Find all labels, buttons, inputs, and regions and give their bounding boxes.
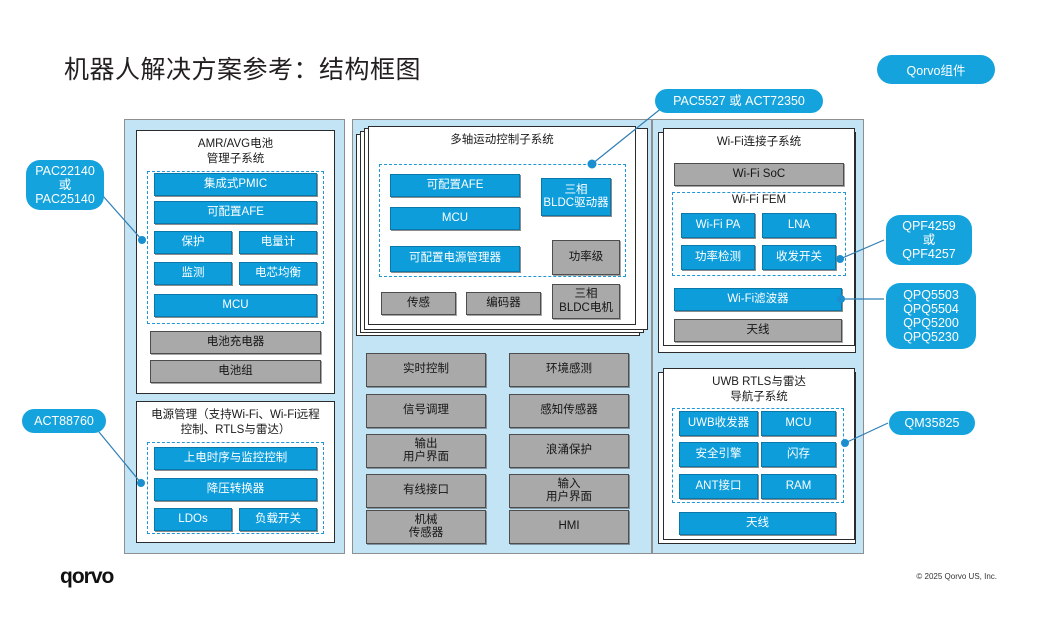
block-encoder[interactable]: 编码器 bbox=[466, 292, 541, 315]
grid-output-user-interface[interactable]: 输出 用户界面 bbox=[366, 434, 486, 468]
callout-line: ACT88760 bbox=[34, 414, 94, 428]
block-flash[interactable]: 闪存 bbox=[761, 442, 836, 467]
callout-power-act88760[interactable]: ACT88760 bbox=[22, 409, 106, 433]
wifi-fem-title: Wi-Fi FEM bbox=[731, 194, 787, 206]
callout-line: PAC25140 bbox=[35, 192, 95, 206]
qorvo-logo: qorvo bbox=[60, 565, 114, 588]
grid-hmi[interactable]: HMI bbox=[509, 510, 629, 544]
block-wifi-soc[interactable]: Wi-Fi SoC bbox=[674, 163, 844, 186]
block-battery-charger[interactable]: 电池充电器 bbox=[150, 331, 321, 354]
qorvo-components-badge: Qorvo组件 bbox=[877, 55, 995, 84]
grid-surge-protection[interactable]: 浪涌保护 bbox=[509, 434, 629, 468]
copyright-text: © 2025 Qorvo US, Inc. bbox=[916, 572, 997, 581]
motion-control-title: 多轴运动控制子系统 bbox=[450, 134, 554, 146]
block-buck-converter[interactable]: 降压转换器 bbox=[154, 478, 317, 501]
block-three-phase-bldc-driver[interactable]: 三相 BLDC驱动器 bbox=[541, 178, 611, 216]
block-mcu-battery[interactable]: MCU bbox=[154, 294, 317, 317]
block-wifi-pa[interactable]: Wi-Fi PA bbox=[681, 213, 755, 238]
callout-uwb-qm35825[interactable]: QM35825 bbox=[889, 411, 975, 435]
callout-line: QPQ5200 bbox=[903, 316, 959, 330]
grid-input-user-interface[interactable]: 输入 用户界面 bbox=[509, 474, 629, 508]
power-management-title: 电源管理（支持Wi-Fi、Wi-Fi远程 控制、RTLS与雷达） bbox=[151, 409, 320, 436]
callout-line: PAC22140 bbox=[35, 164, 95, 178]
callout-line: QPQ5230 bbox=[903, 330, 959, 344]
power-qorvo-group bbox=[147, 442, 324, 534]
block-power-detection[interactable]: 功率检测 bbox=[681, 245, 755, 270]
callout-line: 或 bbox=[922, 233, 936, 247]
block-mcu-motion[interactable]: MCU bbox=[390, 207, 520, 230]
block-security-engine[interactable]: 安全引擎 bbox=[679, 442, 758, 467]
block-load-switch[interactable]: 负载开关 bbox=[239, 508, 317, 531]
block-cell-balancing[interactable]: 电芯均衡 bbox=[239, 262, 317, 285]
block-battery-pack[interactable]: 电池组 bbox=[150, 360, 321, 383]
callout-line: QPQ5503 bbox=[903, 288, 959, 302]
block-uwb-antenna[interactable]: 天线 bbox=[679, 512, 836, 535]
callout-line: 或 bbox=[58, 178, 72, 192]
motion-qorvo-group bbox=[379, 164, 626, 277]
callout-line: QPF4259 bbox=[902, 219, 956, 233]
callout-line: QPF4257 bbox=[902, 247, 956, 261]
grid-mechanical-sensor[interactable]: 机械 传感器 bbox=[366, 510, 486, 544]
grid-environment-sensing[interactable]: 环境感测 bbox=[509, 353, 629, 387]
block-monitoring[interactable]: 监测 bbox=[154, 262, 232, 285]
wifi-fem-group bbox=[672, 192, 846, 276]
block-configurable-afe-motion[interactable]: 可配置AFE bbox=[390, 174, 520, 197]
block-transmit-receive-switch[interactable]: 收发开关 bbox=[762, 245, 836, 270]
grid-wired-interface[interactable]: 有线接口 bbox=[366, 474, 486, 508]
block-power-sequencing[interactable]: 上电时序与监控控制 bbox=[154, 447, 317, 470]
block-sensing[interactable]: 传感 bbox=[381, 292, 456, 315]
uwb-subsystem-title: UWB RTLS与雷达 导航子系统 bbox=[712, 376, 806, 403]
block-ldos[interactable]: LDOs bbox=[154, 508, 232, 531]
grid-realtime-control[interactable]: 实时控制 bbox=[366, 353, 486, 387]
block-power-stage[interactable]: 功率级 bbox=[552, 240, 620, 275]
block-protection[interactable]: 保护 bbox=[154, 231, 232, 254]
block-configurable-afe-battery[interactable]: 可配置AFE bbox=[154, 201, 317, 224]
callout-line: QPQ5504 bbox=[903, 302, 959, 316]
callout-line: QM35825 bbox=[904, 416, 960, 430]
block-three-phase-bldc-motor[interactable]: 三相 BLDC电机 bbox=[552, 284, 620, 319]
callout-line: PAC5527 或 ACT72350 bbox=[673, 94, 805, 108]
callout-filter-qpq[interactable]: QPQ5503 QPQ5504 QPQ5200 QPQ5230 bbox=[886, 283, 976, 349]
block-wifi-antenna[interactable]: 天线 bbox=[674, 319, 842, 342]
block-ant-interface[interactable]: ANT接口 bbox=[679, 474, 758, 499]
block-uwb-transceiver[interactable]: UWB收发器 bbox=[679, 411, 758, 436]
battery-management-title: AMR/AVG电池 管理子系统 bbox=[197, 138, 274, 165]
callout-fem-qpf[interactable]: QPF4259 或 QPF4257 bbox=[886, 215, 972, 265]
block-configurable-power-manager[interactable]: 可配置电源管理器 bbox=[390, 246, 520, 272]
block-mcu-uwb[interactable]: MCU bbox=[761, 411, 836, 436]
uwb-qorvo-group bbox=[672, 408, 844, 503]
grid-signal-conditioning[interactable]: 信号调理 bbox=[366, 394, 486, 428]
callout-battery-pac[interactable]: PAC22140 或 PAC25140 bbox=[26, 160, 104, 210]
battery-qorvo-group bbox=[147, 171, 324, 324]
block-ram[interactable]: RAM bbox=[761, 474, 836, 499]
block-wifi-filter[interactable]: Wi-Fi滤波器 bbox=[674, 288, 842, 311]
block-integrated-pmic[interactable]: 集成式PMIC bbox=[154, 173, 317, 196]
grid-perception-sensor[interactable]: 感知传感器 bbox=[509, 394, 629, 428]
block-lna[interactable]: LNA bbox=[762, 213, 836, 238]
callout-motion-pac5527[interactable]: PAC5527 或 ACT72350 bbox=[655, 89, 823, 113]
wifi-subsystem-title: Wi-Fi连接子系统 bbox=[716, 136, 802, 148]
block-fuel-gauge[interactable]: 电量计 bbox=[239, 231, 317, 254]
page-title: 机器人解决方案参考：结构框图 bbox=[64, 56, 422, 84]
